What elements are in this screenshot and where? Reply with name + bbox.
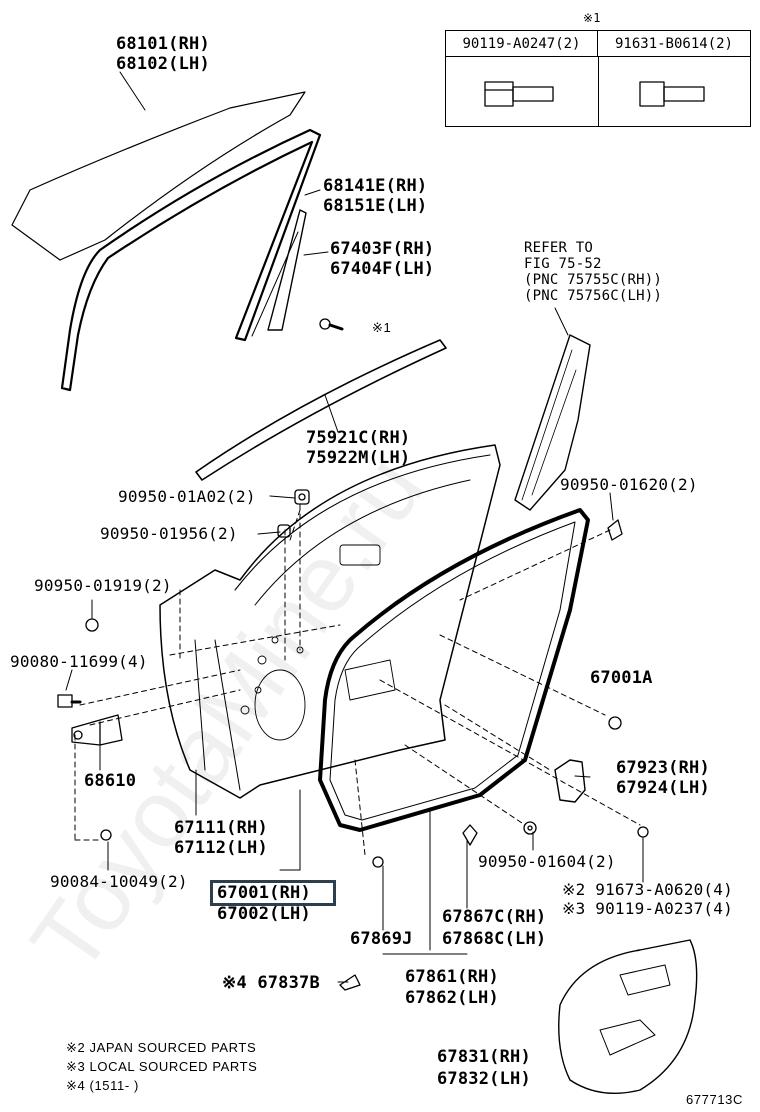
label-68101: 68101(RH) [116, 34, 210, 54]
label-75922: 75922M(LH) [306, 448, 411, 468]
glass-run-shape [60, 128, 322, 392]
note-production-date: ※4 (1511- ) [66, 1078, 139, 1093]
label-90119: ※3 90119-A0237(4) [562, 899, 733, 918]
label-67862: 67862(LH) [405, 988, 499, 1008]
leader-lines-dashed [74, 504, 641, 856]
label-90950-01956: 90950-01956(2) [100, 524, 238, 543]
label-90080-11699: 90080-11699(4) [10, 652, 148, 671]
label-67923: 67923(RH) [616, 758, 710, 778]
label-67404: 67404F(LH) [330, 259, 435, 279]
fasteners [57, 489, 649, 991]
label-90950-01604: 90950-01604(2) [478, 852, 616, 871]
label-67867: 67867C(RH) [442, 907, 547, 927]
highlight-box-67001 [210, 880, 336, 906]
refer-line-1: REFER TO [524, 240, 594, 256]
refer-line-3: (PNC 75755C(RH)) [524, 272, 663, 288]
table-col2-header: 91631-B0614(2) [598, 31, 750, 57]
label-67924: 67924(LH) [616, 778, 710, 798]
label-90950-01a02: 90950-01A02(2) [118, 487, 256, 506]
label-67001a: 67001A [590, 668, 653, 688]
label-68610: 68610 [84, 771, 137, 791]
note-local-sourced: ※3 LOCAL SOURCED PARTS [66, 1059, 258, 1074]
label-mark1: ※1 [372, 320, 392, 335]
label-67002: 67002(LH) [217, 904, 311, 924]
belt-moulding-shape [195, 339, 447, 481]
table-mark: ※1 [583, 11, 601, 25]
label-91673: ※2 91673-A0620(4) [562, 880, 733, 899]
label-90950-01620: 90950-01620(2) [560, 475, 698, 494]
refer-line-2: FIG 75-52 [524, 256, 602, 272]
figure-number: 677713C [686, 1092, 743, 1107]
weatherstrip-shape [318, 508, 590, 832]
label-67832: 67832(LH) [437, 1069, 531, 1089]
label-67837: ※4 67837B [222, 973, 320, 993]
door-glass-shape [11, 91, 306, 261]
label-67868: 67868C(LH) [442, 929, 547, 949]
label-67869: 67869J [350, 929, 413, 949]
label-90950-01919: 90950-01919(2) [34, 576, 172, 595]
label-68141: 68141E(RH) [323, 176, 428, 196]
pillar-garnish-shape [514, 334, 591, 511]
panel-holes [240, 544, 396, 741]
door-panel-shape [159, 444, 501, 799]
fastener-table: 90119-A0247(2) 91631-B0614(2) [445, 30, 751, 127]
refer-line-4: (PNC 75756C(LH)) [524, 288, 663, 304]
label-68151: 68151E(LH) [323, 196, 428, 216]
label-67861: 67861(RH) [405, 967, 499, 987]
division-bar-shape [267, 209, 307, 331]
label-67831: 67831(RH) [437, 1047, 531, 1067]
table-bolt-drawings [484, 81, 705, 107]
label-67112: 67112(LH) [174, 838, 268, 858]
note-japan-sourced: ※2 JAPAN SOURCED PARTS [66, 1040, 257, 1055]
service-cover-shape [558, 939, 698, 1095]
label-90084-10049: 90084-10049(2) [50, 872, 188, 891]
table-divider [598, 57, 599, 127]
leader-lines-solid [65, 71, 644, 983]
bolt-symbol-1 [319, 318, 344, 331]
label-67111: 67111(RH) [174, 818, 268, 838]
label-67001: 67001(RH) [217, 883, 311, 903]
label-75921: 75921C(RH) [306, 428, 411, 448]
door-check-shape [554, 759, 586, 803]
table-col1-header: 90119-A0247(2) [446, 31, 598, 57]
label-67403: 67403F(RH) [330, 239, 435, 259]
label-68102: 68102(LH) [116, 54, 210, 74]
